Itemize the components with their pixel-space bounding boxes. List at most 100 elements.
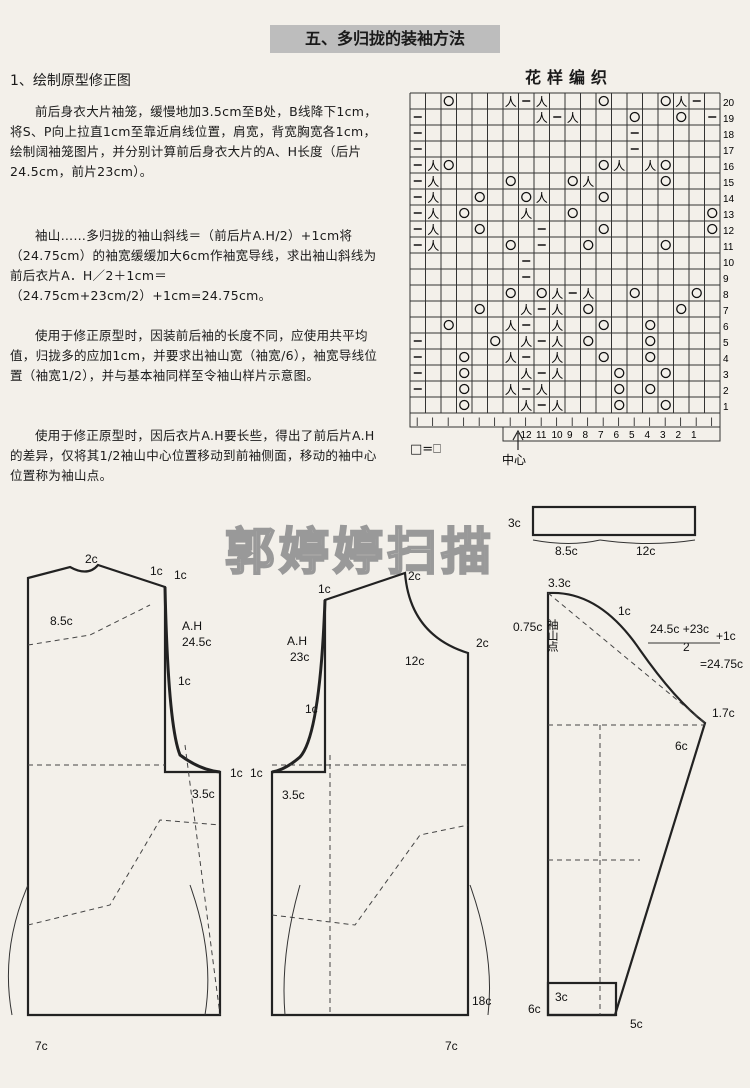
front-ah-name: A.H: [287, 634, 307, 648]
decrease-symbol: 人: [551, 287, 563, 301]
chart-row-number: 12: [723, 226, 735, 237]
chart-legend: □=⎕: [410, 442, 441, 457]
chart-ruler-tick: |: [525, 416, 527, 426]
decrease-symbol: 人: [505, 95, 517, 109]
yarn-over-symbol: [645, 335, 656, 347]
chart-row-number: 20: [723, 98, 735, 109]
decrease-symbol: 人: [505, 351, 517, 365]
decrease-symbol: 人: [520, 367, 532, 381]
yarn-over-symbol: [505, 239, 516, 251]
back-side-label: 1c: [230, 766, 243, 780]
chart-row-number: 3: [723, 370, 729, 381]
cuff-band: [531, 505, 697, 537]
decrease-symbol: 人: [567, 111, 579, 125]
decrease-symbol: 人: [551, 399, 563, 413]
sleeve-end-label: 1.7c: [712, 706, 735, 720]
back-raise-label: 1c: [178, 674, 191, 688]
decrease-symbol: 人: [551, 319, 563, 333]
chart-symbols: 人人人人人人人人人人人人人人人人人人人人人人人人人人人人人人人人: [413, 95, 718, 413]
decrease-symbol: 人: [520, 207, 532, 221]
chart-col-number: 6: [614, 430, 620, 441]
paragraph-3: 使用于修正原型时，因装前后袖的长度不同，应使用共平均值，归拢多的应加1cm，并要…: [10, 328, 378, 383]
decrease-symbol: 人: [427, 191, 439, 205]
front-ah-value: 23c: [290, 650, 309, 664]
yarn-over-symbol: [660, 95, 671, 107]
front-side-label: 1c: [250, 766, 263, 780]
chart-ruler-tick: |: [571, 416, 573, 426]
front-neck-depth-label: 12c: [405, 654, 424, 668]
decrease-symbol: 人: [551, 303, 563, 317]
decrease-symbol: 人: [536, 191, 548, 205]
chart-col-number: 9: [567, 430, 573, 441]
yarn-over-symbol: [598, 319, 609, 331]
chart-ruler-tick: |: [416, 416, 418, 426]
chart-row-number: 14: [723, 194, 735, 205]
yarn-over-symbol: [443, 319, 454, 331]
chart-ruler-tick: |: [695, 416, 697, 426]
decrease-symbol: 人: [551, 351, 563, 365]
decrease-symbol: 人: [551, 367, 563, 381]
back-ah-name: A.H: [182, 619, 202, 633]
chart-col-number: 8: [583, 430, 589, 441]
decrease-symbol: 人: [582, 175, 594, 189]
yarn-over-symbol: [707, 207, 718, 219]
back-neck-width-label: 8.5c: [50, 614, 73, 628]
yarn-over-symbol: [459, 399, 470, 411]
yarn-over-symbol: [645, 383, 656, 395]
chart-row-number: 1: [723, 402, 729, 413]
knitting-chart: |||||||||||||||||||| 人人人人人人人人人人人人人人人人人人人…: [409, 92, 735, 467]
back-shoulder-label-1: 1c: [150, 564, 163, 578]
chart-ruler-tick: |: [556, 416, 558, 426]
chart-ruler-tick: |: [680, 416, 682, 426]
front-bodice-outline: [270, 571, 470, 1017]
chart-row-number: 15: [723, 178, 735, 189]
chart-ruler-tick: |: [602, 416, 604, 426]
pattern-diagrams: 2c 1c 1c 8.5c A.H 24.5c 1c 1c 3.5c 7c 1c…: [7, 505, 743, 1053]
front-armhole-label: 3.5c: [282, 788, 305, 802]
decrease-symbol: 人: [582, 287, 594, 301]
decrease-symbol: 人: [427, 223, 439, 237]
yarn-over-symbol: [676, 303, 687, 315]
chart-row-number: 11: [723, 242, 734, 253]
back-bodice-outline: [26, 563, 222, 1017]
yarn-over-symbol: [459, 351, 470, 363]
back-armhole-label: 3.5c: [192, 787, 215, 801]
front-shoulder-label: 1c: [318, 582, 331, 596]
watermark: 郭婷婷扫描: [224, 522, 495, 582]
decrease-symbol: 人: [536, 95, 548, 109]
decrease-symbol: 人: [520, 335, 532, 349]
chart-row-number: 6: [723, 322, 729, 333]
sleeve-cap-offset-label: 0.75c: [513, 620, 542, 634]
yarn-over-symbol: [660, 175, 671, 187]
front-side-gap-label: 2c: [476, 636, 489, 650]
section-title: 1、绘制原型修正图: [10, 73, 131, 89]
yarn-over-symbol: [583, 303, 594, 315]
yarn-over-symbol: [567, 207, 578, 219]
decrease-symbol: 人: [551, 335, 563, 349]
cuff-side-label: 6c: [528, 1002, 541, 1016]
yarn-over-symbol: [474, 191, 485, 203]
chart-col-number: 7: [598, 430, 604, 441]
chart-col-number: 5: [629, 430, 635, 441]
sleeve-formula-b: 2: [683, 640, 690, 654]
yarn-over-symbol: [645, 351, 656, 363]
chart-ruler-tick: |: [540, 416, 542, 426]
yarn-over-symbol: [598, 159, 609, 171]
chart-row-number: 4: [723, 354, 729, 365]
back-hem-label: 7c: [35, 1039, 48, 1053]
decrease-symbol: 人: [505, 319, 517, 333]
chart-col-number: 1: [691, 430, 697, 441]
yarn-over-symbol: [505, 175, 516, 187]
back-ah-value: 24.5c: [182, 635, 211, 649]
chart-row-number: 7: [723, 306, 729, 317]
front-neck-label: 2c: [408, 569, 421, 583]
yarn-over-symbol: [691, 287, 702, 299]
decrease-symbol: 人: [505, 383, 517, 397]
decrease-symbol: 人: [536, 383, 548, 397]
yarn-over-symbol: [567, 175, 578, 187]
chart-ruler-tick: |: [447, 416, 449, 426]
chart-row-number: 17: [723, 146, 735, 157]
yarn-over-symbol: [583, 335, 594, 347]
chart-ruler-tick: |: [618, 416, 620, 426]
